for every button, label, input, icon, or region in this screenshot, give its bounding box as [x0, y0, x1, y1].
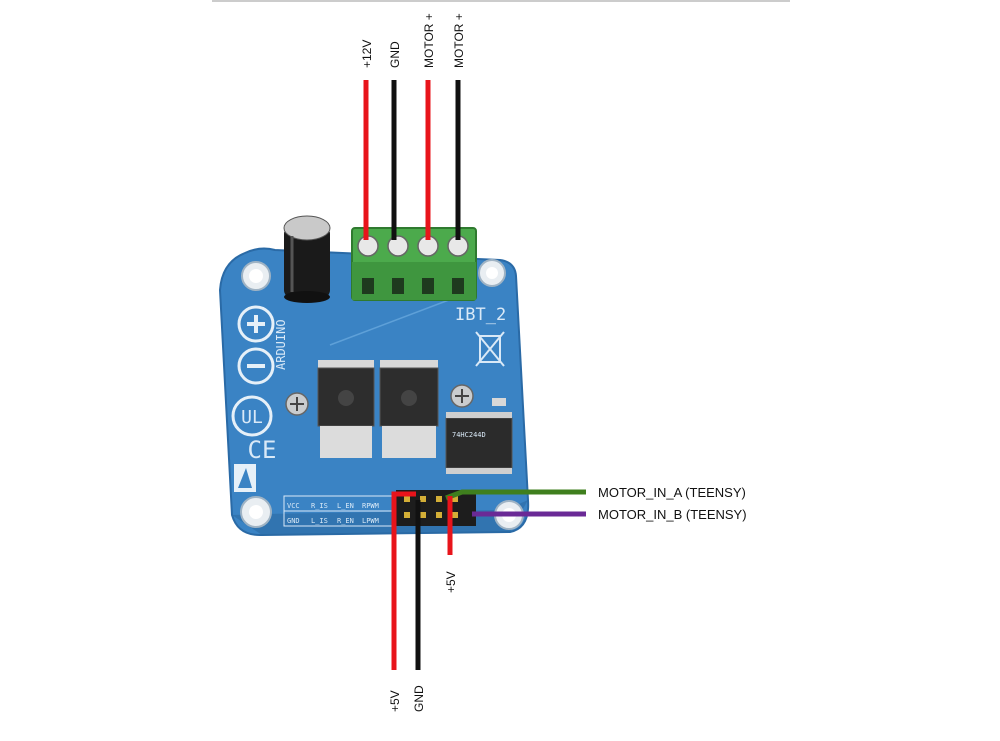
label-motor-in-a: MOTOR_IN_A (TEENSY): [598, 485, 746, 500]
mount-hole-tl: [241, 261, 271, 291]
warning-logo: [234, 464, 256, 492]
ul-text: UL: [241, 407, 263, 428]
header-label-block: VCC R_IS L_EN RPWM GND L_IS R_EN LPWM: [283, 495, 393, 527]
logic-ic: 74HC244D: [445, 412, 513, 474]
header-label-l-is: L_IS: [311, 517, 328, 525]
mount-hole-tr: [478, 259, 506, 287]
label-gnd-top: GND: [388, 41, 402, 68]
label-motor-in-b: MOTOR_IN_B (TEENSY): [598, 507, 747, 522]
header-label-r-is: R_IS: [311, 502, 328, 510]
label-12v: +12V: [360, 40, 374, 68]
capacitor: [283, 215, 331, 303]
ul-logo: UL: [231, 395, 273, 437]
ic-marking: 74HC244D: [452, 431, 486, 439]
screw-terminal: [351, 227, 477, 301]
ce-mark: CE: [248, 436, 277, 464]
board-screw-right: [450, 384, 474, 408]
mosfet-right: [379, 360, 439, 458]
wire-5v-long: [391, 491, 416, 670]
label-motor-plus-2: MOTOR +: [452, 13, 466, 68]
label-5v-long: +5V: [388, 690, 402, 712]
smd-component: [492, 398, 506, 406]
board-model-label: IBT_2: [455, 305, 506, 325]
label-motor-plus-1: MOTOR +: [422, 13, 436, 68]
terminal-screw-2: [387, 235, 409, 257]
header-label-l-en: L_EN: [337, 502, 354, 510]
label-5v-short: +5V: [444, 571, 458, 593]
header-label-r-en: R_EN: [337, 517, 354, 525]
label-gnd-bottom: GND: [412, 685, 426, 712]
mount-hole-bl: [240, 496, 272, 528]
ibt2-board: UL CE ARDUINO IBT_2: [218, 215, 530, 537]
header-label-lpwm: LPWM: [362, 517, 379, 525]
minus-symbol: [237, 347, 275, 385]
vendor-text: ARDUINO: [274, 319, 288, 370]
plus-symbol: [237, 305, 275, 343]
header-label-vcc: VCC: [287, 502, 300, 510]
mosfet-left: [317, 360, 375, 458]
disposal-icon: [475, 331, 505, 367]
header-label-gnd: GND: [287, 517, 300, 525]
header-label-rpwm: RPWM: [362, 502, 379, 510]
board-screw: [285, 392, 309, 416]
